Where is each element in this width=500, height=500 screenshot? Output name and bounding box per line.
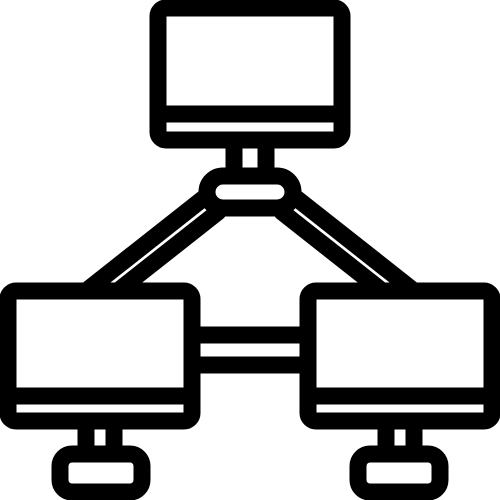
monitor-top bbox=[149, 0, 351, 185]
monitor-right-base bbox=[349, 445, 449, 500]
connection-lines bbox=[77, 181, 423, 374]
monitor-left-base bbox=[51, 445, 151, 500]
network-hub-icon bbox=[198, 167, 302, 217]
monitor-left bbox=[0, 282, 201, 500]
monitor-right bbox=[299, 282, 500, 500]
bottom-link bbox=[181, 326, 319, 374]
